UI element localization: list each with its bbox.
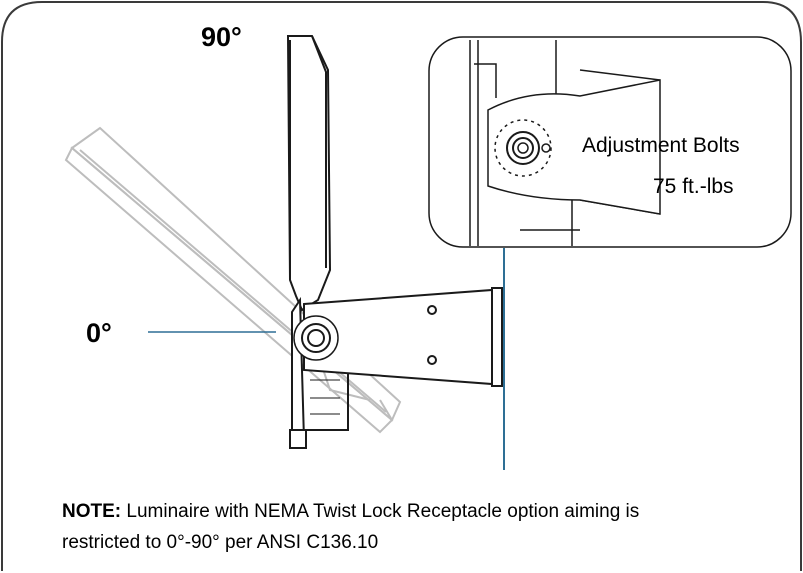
angle-0-label: 0° — [86, 318, 112, 348]
note-prefix: NOTE: — [62, 501, 122, 522]
pivot-bolt — [293, 315, 339, 361]
angle-90-label: 90° — [201, 22, 242, 52]
note-line-1-text: Luminaire with NEMA Twist Lock Receptacl… — [121, 501, 640, 522]
note-text: NOTE: Luminaire with NEMA Twist Lock Rec… — [62, 496, 802, 558]
note-line-1: NOTE: Luminaire with NEMA Twist Lock Rec… — [62, 496, 802, 527]
inset-bolt — [494, 119, 552, 177]
detail-inset — [428, 36, 792, 248]
note-line-2: restricted to 0°-90° per ANSI C136.10 — [62, 532, 379, 553]
adjustment-bolts-label: Adjustment Bolts — [582, 134, 740, 157]
mounting-arm — [303, 287, 503, 387]
torque-label: 75 ft.-lbs — [653, 175, 734, 198]
luminaire-90-degrees — [286, 35, 349, 449]
ghost-luminaire-0-degrees — [64, 126, 402, 434]
